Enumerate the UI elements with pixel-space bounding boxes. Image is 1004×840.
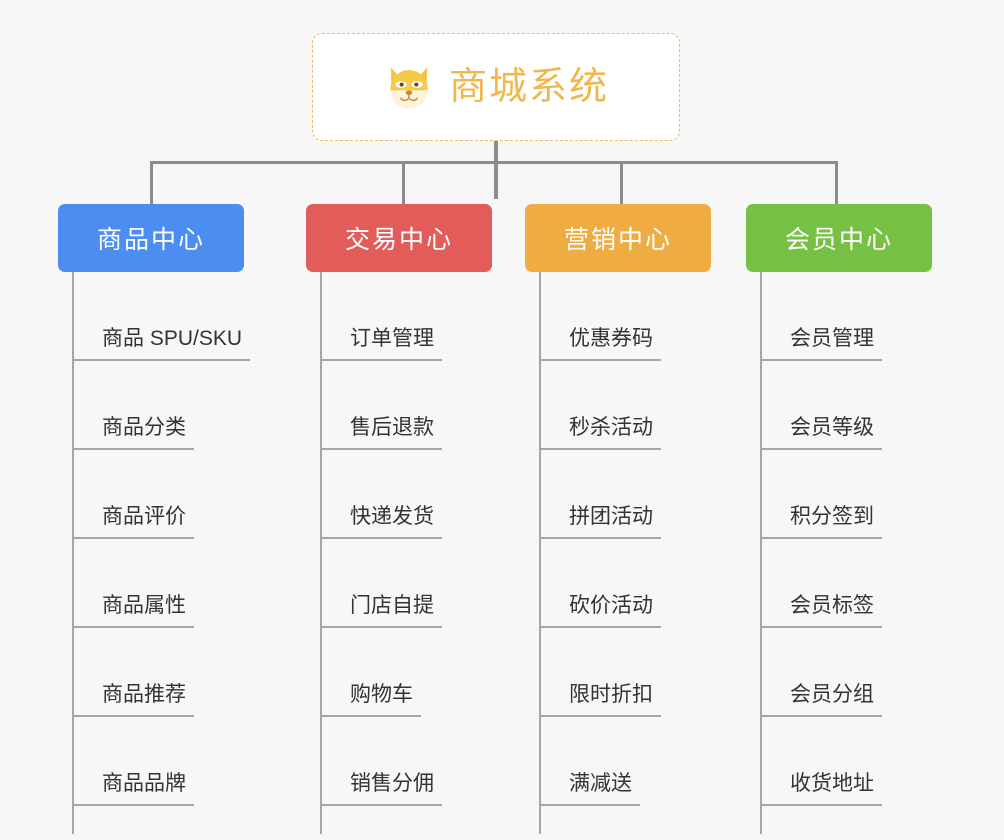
list-item[interactable]: 拼团活动 <box>539 450 661 539</box>
list-item[interactable]: 快递发货 <box>320 450 442 539</box>
leaf-label: 门店自提 <box>320 593 442 628</box>
list-item[interactable]: 会员等级 <box>760 361 882 450</box>
root-stem-connector <box>494 141 498 199</box>
root-label: 商城系统 <box>448 66 609 108</box>
list-item[interactable]: 会员分组 <box>760 628 882 717</box>
list-item[interactable]: 购物车 <box>320 628 442 717</box>
list-item[interactable]: 满减送 <box>539 717 661 806</box>
leaf-list-trade-center: 订单管理 售后退款 快递发货 门店自提 购物车 销售分佣 <box>320 272 442 806</box>
leaf-label: 商品分类 <box>72 415 194 450</box>
list-item[interactable]: 商品评价 <box>72 450 250 539</box>
leaf-label: 收货地址 <box>760 771 882 806</box>
leaf-label: 秒杀活动 <box>539 415 661 450</box>
horizontal-bus-connector <box>150 161 838 164</box>
trunk-line-product-center <box>72 272 74 834</box>
drop-connector-1 <box>150 161 153 204</box>
drop-connector-4 <box>835 161 838 204</box>
list-item[interactable]: 砍价活动 <box>539 539 661 628</box>
category-box-product-center[interactable]: 商品中心 <box>58 204 244 272</box>
leaf-label: 商品 SPU/SKU <box>72 326 251 361</box>
list-item[interactable]: 会员管理 <box>760 272 882 361</box>
category-label: 商品中心 <box>96 226 205 254</box>
column-member-center: 会员中心 会员管理 会员等级 积分签到 会员标签 会员分组 收货地址 <box>746 204 932 834</box>
leaf-label: 优惠券码 <box>539 326 661 361</box>
list-item[interactable]: 商品属性 <box>72 539 250 628</box>
list-item[interactable]: 积分签到 <box>760 450 882 539</box>
leaf-label: 商品属性 <box>72 593 194 628</box>
leaf-list-member-center: 会员管理 会员等级 积分签到 会员标签 会员分组 收货地址 <box>760 272 882 806</box>
category-label: 交易中心 <box>344 226 453 254</box>
leaf-label: 购物车 <box>320 682 421 717</box>
leaf-label: 会员等级 <box>760 415 882 450</box>
list-item[interactable]: 商品品牌 <box>72 717 250 806</box>
list-item[interactable]: 售后退款 <box>320 361 442 450</box>
leaf-label: 拼团活动 <box>539 504 661 539</box>
leaf-list-product-center: 商品 SPU/SKU 商品分类 商品评价 商品属性 商品推荐 商品品牌 <box>72 272 251 806</box>
list-item[interactable]: 收货地址 <box>760 717 882 806</box>
leaf-label: 商品品牌 <box>72 771 194 806</box>
dog-face-icon <box>383 61 435 113</box>
leaf-label: 会员管理 <box>760 326 882 361</box>
list-item[interactable]: 会员标签 <box>760 539 882 628</box>
category-box-member-center[interactable]: 会员中心 <box>746 204 932 272</box>
trunk-line-member-center <box>760 272 762 834</box>
leaf-label: 限时折扣 <box>539 682 661 717</box>
leaf-label: 商品评价 <box>72 504 194 539</box>
list-item[interactable]: 秒杀活动 <box>539 361 661 450</box>
leaf-label: 会员分组 <box>760 682 882 717</box>
leaf-label: 订单管理 <box>320 326 442 361</box>
leaf-label: 快递发货 <box>320 504 442 539</box>
column-trade-center: 交易中心 订单管理 售后退款 快递发货 门店自提 购物车 销售分佣 <box>306 204 492 834</box>
trunk-line-trade-center <box>320 272 322 834</box>
leaf-label: 售后退款 <box>320 415 442 450</box>
category-label: 营销中心 <box>563 226 672 254</box>
leaf-label: 满减送 <box>539 771 640 806</box>
trunk-line-marketing-center <box>539 272 541 834</box>
drop-connector-2 <box>402 161 405 204</box>
list-item[interactable]: 商品分类 <box>72 361 250 450</box>
drop-connector-3 <box>620 161 623 204</box>
list-item[interactable]: 销售分佣 <box>320 717 442 806</box>
list-item[interactable]: 订单管理 <box>320 272 442 361</box>
category-label: 会员中心 <box>784 226 893 254</box>
column-product-center: 商品中心 商品 SPU/SKU 商品分类 商品评价 商品属性 商品推荐 商品品牌 <box>58 204 251 834</box>
list-item[interactable]: 商品 SPU/SKU <box>72 272 251 361</box>
list-item[interactable]: 门店自提 <box>320 539 442 628</box>
list-item[interactable]: 优惠券码 <box>539 272 661 361</box>
leaf-label: 会员标签 <box>760 593 882 628</box>
leaf-label: 砍价活动 <box>539 593 661 628</box>
leaf-label: 积分签到 <box>760 504 882 539</box>
list-item[interactable]: 限时折扣 <box>539 628 661 717</box>
category-box-trade-center[interactable]: 交易中心 <box>306 204 492 272</box>
list-item[interactable]: 商品推荐 <box>72 628 250 717</box>
leaf-label: 销售分佣 <box>320 771 442 806</box>
leaf-label: 商品推荐 <box>72 682 194 717</box>
category-box-marketing-center[interactable]: 营销中心 <box>525 204 711 272</box>
root-node[interactable]: 商城系统 <box>312 33 680 141</box>
column-marketing-center: 营销中心 优惠券码 秒杀活动 拼团活动 砍价活动 限时折扣 满减送 <box>525 204 711 834</box>
leaf-list-marketing-center: 优惠券码 秒杀活动 拼团活动 砍价活动 限时折扣 满减送 <box>539 272 661 806</box>
